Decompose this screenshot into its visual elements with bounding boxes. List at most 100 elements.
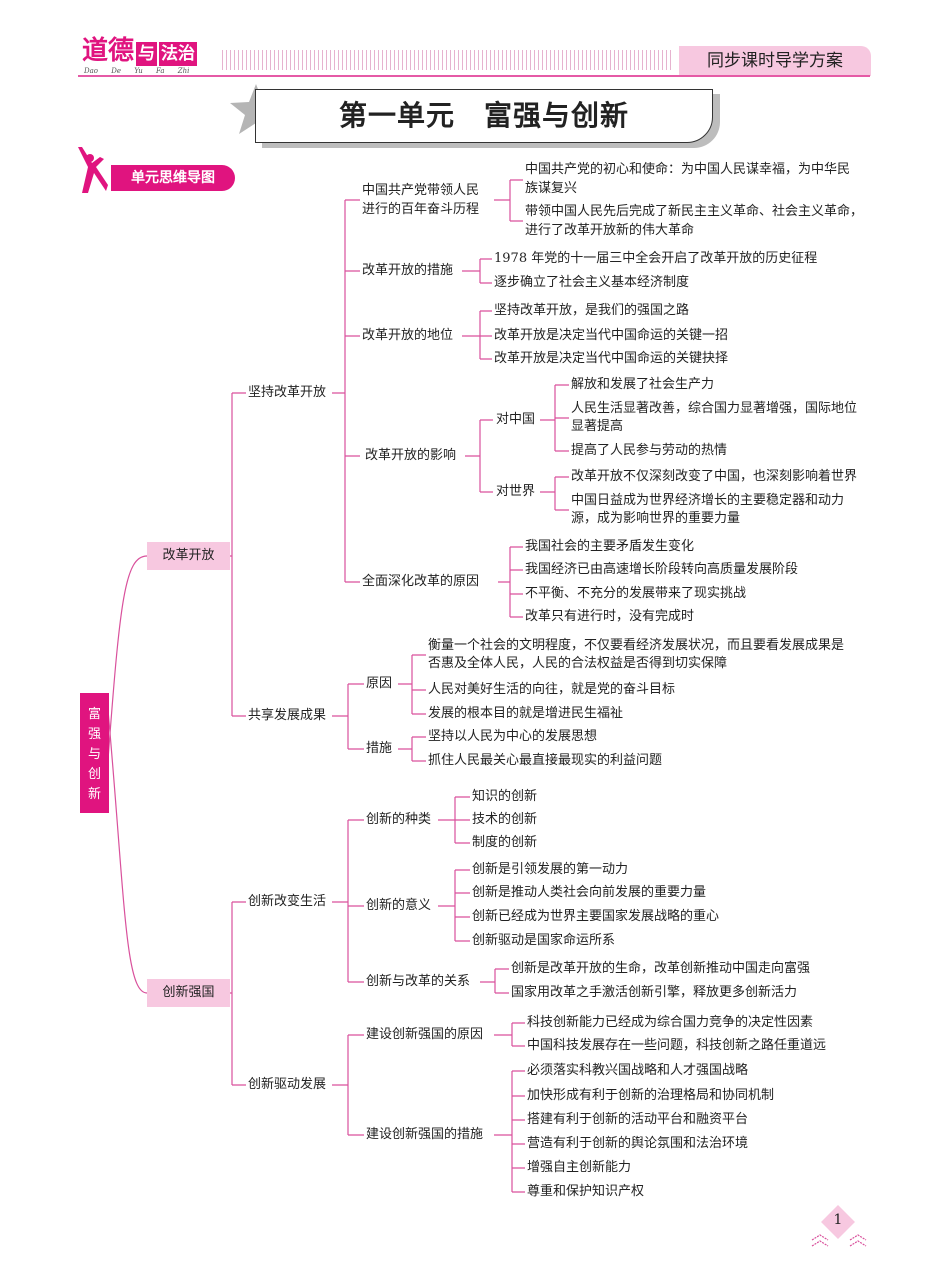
leaf: 我国社会的主要矛盾发生变化 — [525, 539, 695, 554]
node-reform: 改革开放 — [147, 542, 230, 570]
mindmap-root: 富 强 与 创 新 — [80, 693, 109, 813]
section-badge: 单元思维导图 — [111, 165, 235, 191]
logo-char: 道 — [82, 36, 109, 66]
page-number-text: 1 — [833, 1212, 843, 1228]
leaf: 增强自主创新能力 — [527, 1160, 632, 1175]
bracket-connector — [332, 683, 364, 750]
header-divider — [78, 75, 870, 77]
leaf: 营造有利于创新的舆论氛围和法治环境 — [527, 1136, 749, 1151]
node-persist: 坚持改革开放 — [248, 385, 327, 400]
leaf: 坚持改革开放，是我们的强国之路 — [494, 303, 690, 318]
logo-pinyin: Dao De Yu Fa Zhi — [84, 67, 190, 75]
leaf: 否惠及全体人民，人民的合法权益是否得到切实保障 — [428, 656, 728, 671]
page-title: 第一单元 富强与创新 — [255, 89, 713, 143]
root-char: 新 — [87, 787, 101, 802]
leaf: 人民对美好生活的向往，就是党的奋斗目标 — [428, 682, 676, 697]
root-char: 创 — [87, 767, 101, 782]
leaf: 尊重和保护知识产权 — [527, 1184, 645, 1199]
root-char: 强 — [87, 727, 101, 742]
leaf: 中国共产党的初心和使命：为中国人民谋幸福，为中华民 — [525, 162, 851, 177]
leaf: 必须落实科教兴国战略和人才强国战略 — [527, 1063, 749, 1078]
logo-box: 与 — [136, 42, 158, 66]
node-history: 进行的百年奋斗历程 — [362, 202, 480, 217]
leaf: 搭建有利于创新的活动平台和融资平台 — [527, 1112, 749, 1127]
leaf: 创新是推动人类社会向前发展的重要力量 — [472, 885, 707, 900]
leaf: 科技创新能力已经成为综合国力竞争的决定性因素 — [527, 1015, 814, 1030]
bracket-connector — [398, 736, 426, 762]
root-connector — [107, 555, 148, 761]
bracket-connector — [230, 392, 246, 717]
leaf: 提高了人民参与劳动的热情 — [571, 443, 728, 458]
leaf: 坚持以人民为中心的发展思想 — [428, 729, 598, 744]
logo-char: 德 — [108, 36, 135, 66]
leaf: 带领中国人民先后完成了新民主主义革命、社会主义革命， — [525, 204, 864, 219]
bracket-connector — [462, 258, 492, 284]
node-deepen: 全面深化改革的原因 — [362, 574, 480, 589]
leaf: 改革开放是决定当代中国命运的关键一招 — [494, 328, 729, 343]
leaf: 国家用改革之手激活创新引擎，释放更多创新活力 — [511, 985, 798, 1000]
leaf: 1978 年党的十一届三中全会开启了改革开放的历史征程 — [494, 251, 818, 266]
brand-logo: 道德与法治 — [82, 36, 198, 76]
leaf: 发展的根本目的就是增进民生福祉 — [428, 706, 624, 721]
page-number: 1 — [821, 1205, 855, 1239]
runner-icon — [78, 147, 108, 193]
leaf: 衡量一个社会的文明程度，不仅要看经济发展状况，而且要看发展成果是 — [428, 638, 845, 653]
leaf: 中国科技发展存在一些问题，科技创新之路任重道远 — [527, 1038, 827, 1053]
node-world: 对世界 — [496, 484, 536, 499]
bracket-connector — [462, 310, 492, 360]
bracket-connector — [230, 901, 246, 1086]
leaf: 创新已经成为世界主要国家发展战略的重心 — [472, 909, 720, 924]
node-meaning: 创新的意义 — [366, 898, 432, 913]
node-drive: 创新驱动发展 — [248, 1077, 327, 1092]
leaf: 抓住人民最关心最直接最现实的利益问题 — [428, 753, 663, 768]
bracket-connector — [438, 869, 470, 942]
node-history: 中国共产党带领人民 — [362, 183, 480, 198]
node-relation: 创新与改革的关系 — [366, 974, 471, 989]
bracket-connector — [398, 654, 426, 715]
node-china: 对中国 — [496, 412, 536, 427]
root-char: 富 — [87, 707, 101, 722]
bracket-connector — [438, 796, 470, 844]
bracket-connector — [540, 476, 569, 511]
leaf: 中国日益成为世界经济增长的主要稳定器和动力 — [571, 493, 845, 508]
leaf: 改革开放不仅深刻改变了中国，也深刻影响着世界 — [571, 469, 858, 484]
bracket-connector — [332, 199, 360, 583]
leaf: 逐步确立了社会主义基本经济制度 — [494, 275, 690, 290]
leaf: 我国经济已由高速增长阶段转向高质量发展阶段 — [525, 562, 799, 577]
logo-box: 法治 — [159, 42, 198, 66]
series-tab: 同步课时导学方案 — [676, 46, 871, 76]
leaf: 不平衡、不充分的发展带来了现实挑战 — [525, 586, 747, 601]
bracket-connector — [332, 819, 364, 983]
node-status: 改革开放的地位 — [362, 328, 454, 343]
header-stripe — [222, 50, 674, 70]
node-drive-measure: 建设创新强国的措施 — [366, 1127, 484, 1142]
node-drive-reason: 建设创新强国的原因 — [366, 1027, 484, 1042]
leaf: 人民生活显著改善，综合国力显著增强，国际地位 — [571, 401, 858, 416]
node-change: 创新改变生活 — [248, 894, 327, 909]
leaf: 技术的创新 — [472, 812, 538, 827]
leaf: 创新驱动是国家命运所系 — [472, 933, 616, 948]
leaf: 改革只有进行时，没有完成时 — [525, 609, 695, 624]
node-innovation: 创新强国 — [147, 979, 230, 1007]
leaf: 族谋复兴 — [525, 181, 578, 196]
root-connector — [107, 709, 148, 994]
leaf: 显著提高 — [571, 419, 624, 434]
bracket-connector — [540, 384, 569, 452]
node-share-reason: 原因 — [366, 676, 393, 691]
root-char: 与 — [87, 747, 101, 762]
leaf: 进行了改革开放新的伟大革命 — [525, 223, 695, 238]
bracket-connector — [332, 1034, 364, 1136]
node-types: 创新的种类 — [366, 812, 432, 827]
bracket-connector — [494, 1022, 525, 1047]
bracket-connector — [465, 419, 493, 493]
leaf: 源，成为影响世界的重要力量 — [571, 511, 741, 526]
node-share-measure: 措施 — [366, 741, 393, 756]
leaf: 加快形成有利于创新的治理格局和协同机制 — [527, 1088, 775, 1103]
chevron-decoration-icon — [811, 1234, 867, 1247]
bracket-connector — [494, 179, 523, 222]
bracket-connector — [494, 1070, 525, 1193]
leaf: 制度的创新 — [472, 835, 538, 850]
leaf: 改革开放是决定当代中国命运的关键抉择 — [494, 351, 729, 366]
leaf: 解放和发展了社会生产力 — [571, 377, 715, 392]
bracket-connector — [498, 546, 523, 618]
